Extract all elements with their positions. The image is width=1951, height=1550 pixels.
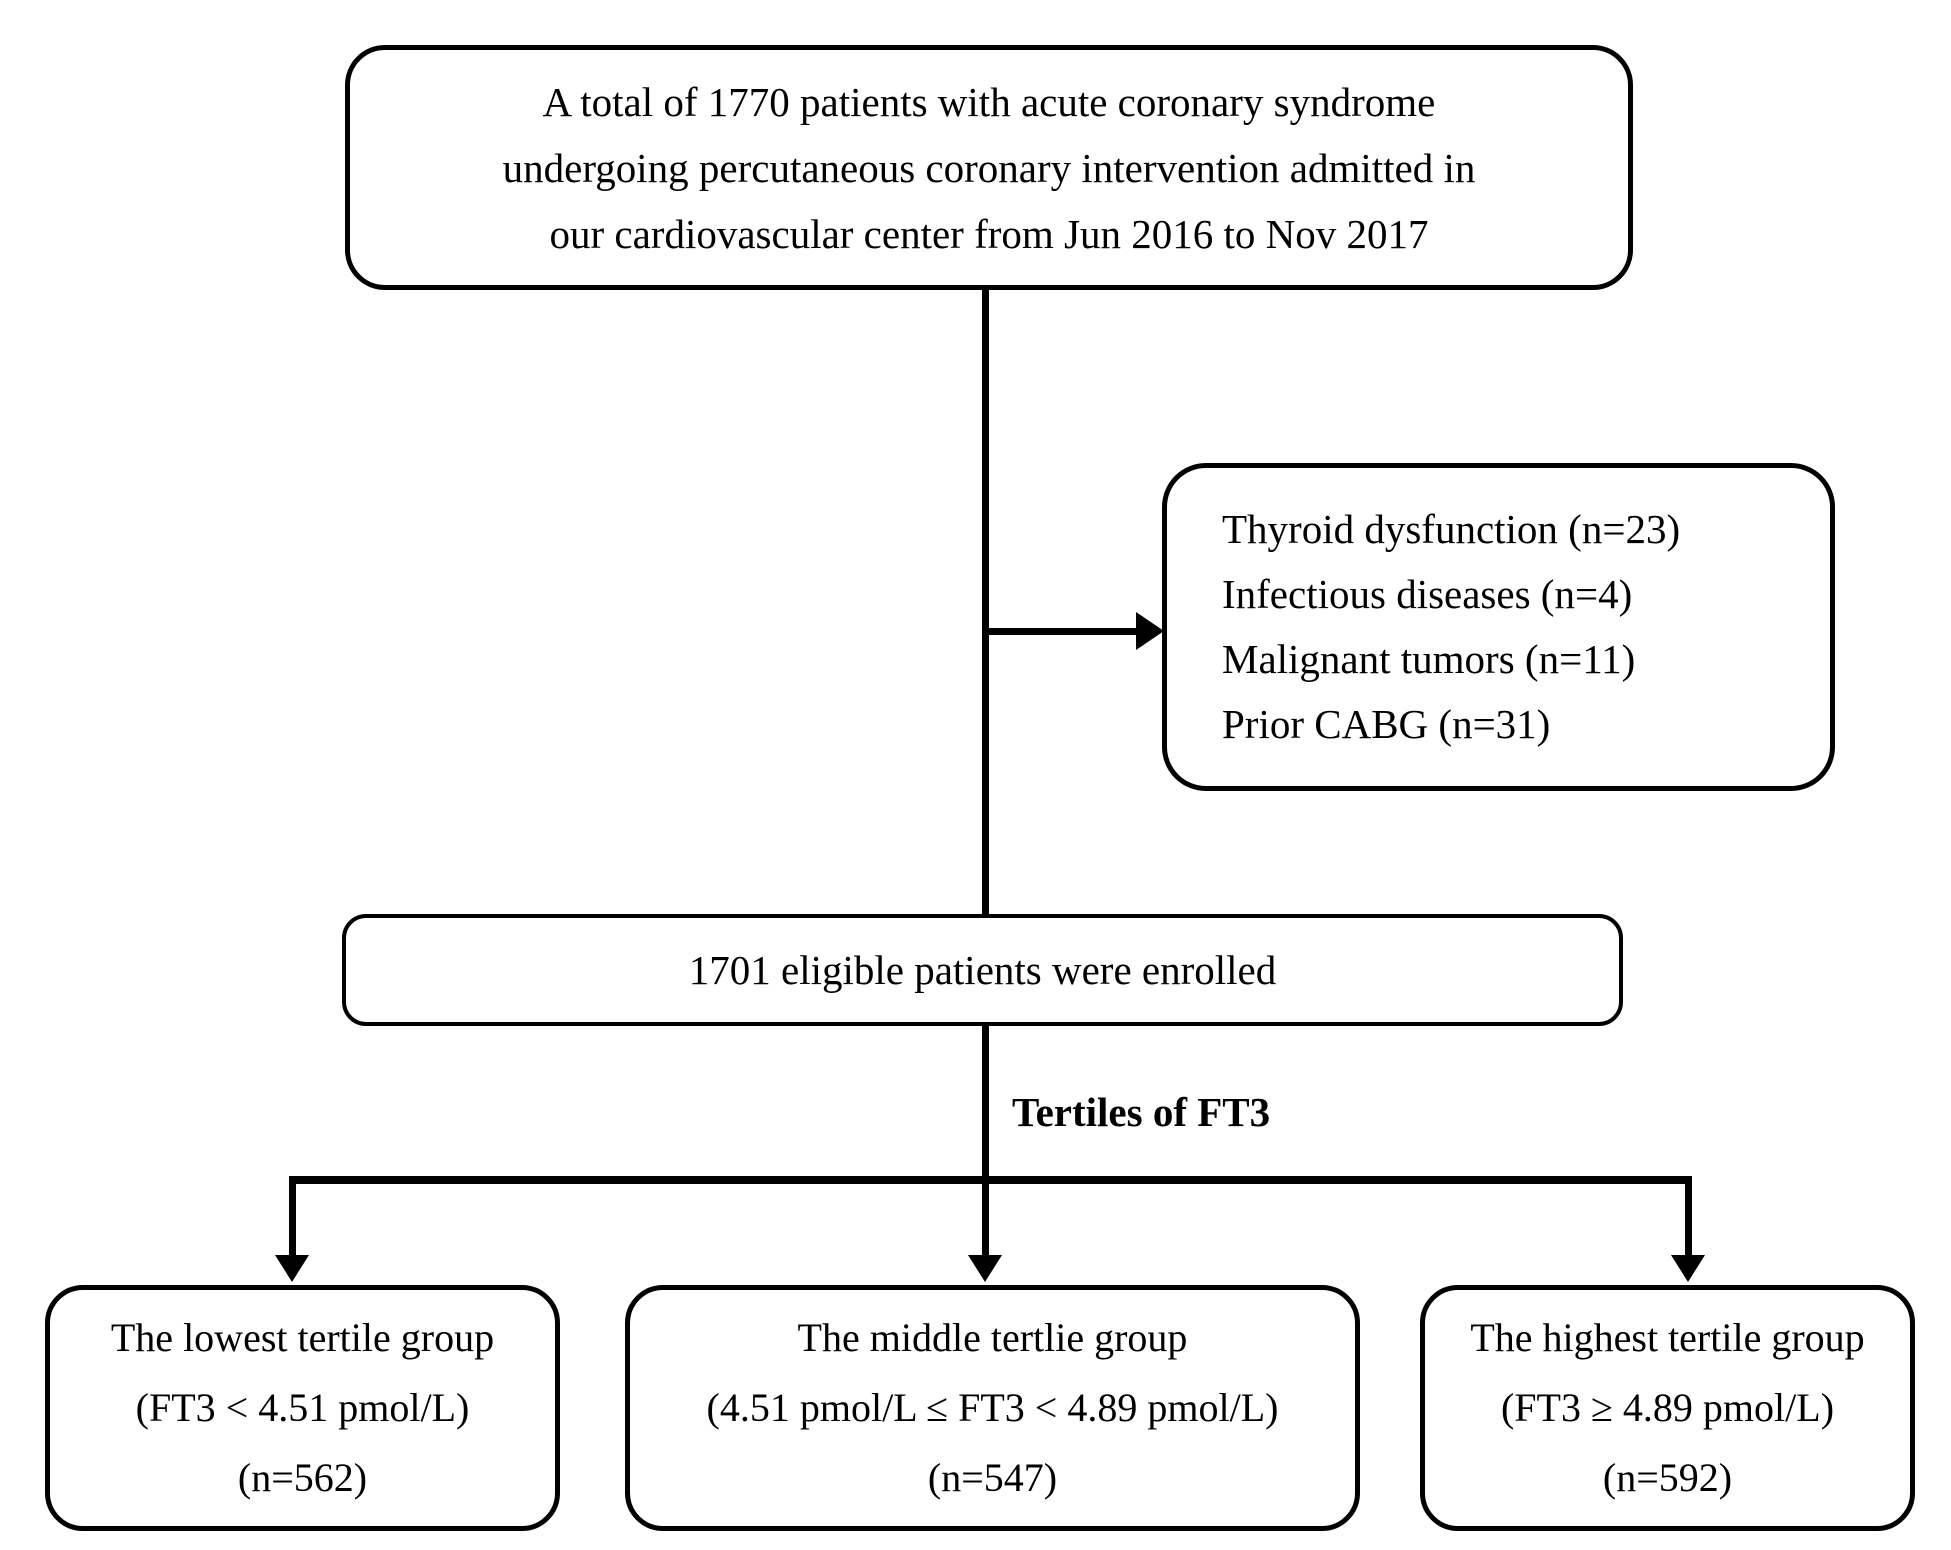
highest-tertile-box: The highest tertile group (FT3 ≥ 4.89 pm… (1420, 1285, 1915, 1531)
total-patients-line-3: our cardiovascular center from Jun 2016 … (549, 210, 1429, 257)
branch-drop-right (1685, 1176, 1692, 1256)
tertiles-label: Tertiles of FT3 (1012, 1089, 1271, 1135)
exclusion-line-4: Prior CABG (n=31) (1222, 701, 1551, 747)
middle-tertile-line-2: (4.51 pmol/L ≤ FT3 < 4.89 pmol/L) (706, 1385, 1279, 1430)
arrowhead-right-icon (1136, 612, 1164, 650)
arrowhead-down-left-icon (275, 1255, 309, 1282)
middle-tertile-line-3: (n=547) (927, 1455, 1058, 1500)
highest-tertile-line-1: The highest tertile group (1470, 1315, 1865, 1360)
enrolled-text: 1701 eligible patients were enrolled (688, 947, 1277, 993)
exclusion-line-2: Infectious diseases (n=4) (1222, 571, 1633, 617)
branch-drop-left (289, 1176, 296, 1256)
total-patients-line-2: undergoing percutaneous coronary interve… (502, 144, 1476, 191)
connector-enrolled-to-branch (982, 1024, 989, 1258)
highest-tertile-line-2: (FT3 ≥ 4.89 pmol/L) (1500, 1385, 1835, 1430)
connector-top-to-enrolled (982, 288, 989, 916)
connector-to-exclusions (985, 628, 1140, 635)
highest-tertile-line-3: (n=592) (1602, 1455, 1733, 1500)
total-patients-line-1: A total of 1770 patients with acute coro… (542, 78, 1436, 125)
lowest-tertile-line-3: (n=562) (237, 1455, 368, 1500)
lowest-tertile-box: The lowest tertile group (FT3 < 4.51 pmo… (45, 1285, 560, 1531)
arrowhead-down-right-icon (1671, 1255, 1705, 1282)
arrowhead-down-center-icon (968, 1255, 1002, 1282)
total-patients-box: A total of 1770 patients with acute coro… (345, 45, 1633, 290)
exclusions-box: Thyroid dysfunction (n=23) Infectious di… (1162, 463, 1835, 791)
middle-tertile-box: The middle tertlie group (4.51 pmol/L ≤ … (625, 1285, 1360, 1531)
lowest-tertile-line-1: The lowest tertile group (110, 1315, 495, 1360)
branch-horizontal-line (289, 1176, 1692, 1184)
lowest-tertile-line-2: (FT3 < 4.51 pmol/L) (135, 1385, 470, 1430)
middle-tertile-line-1: The middle tertlie group (797, 1315, 1188, 1360)
enrolled-box: 1701 eligible patients were enrolled (342, 914, 1623, 1026)
exclusion-line-3: Malignant tumors (n=11) (1222, 636, 1636, 682)
exclusion-line-1: Thyroid dysfunction (n=23) (1222, 506, 1681, 552)
